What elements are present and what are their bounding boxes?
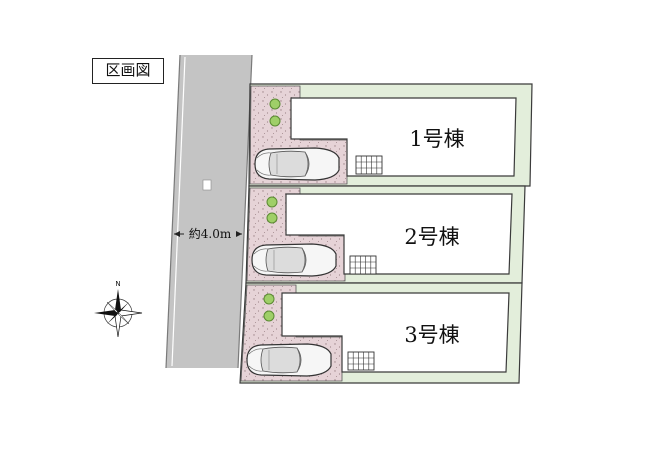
road-lane-line — [171, 56, 186, 367]
compass-south-arrow — [114, 312, 122, 338]
lot-1-grid-area — [355, 155, 383, 175]
compass-rose: N — [94, 280, 143, 338]
lot-3-grid-area — [347, 351, 375, 371]
compass-nw-arrow — [106, 301, 119, 314]
road-edge-left — [165, 54, 181, 369]
shrub-icon — [266, 212, 278, 224]
compass-north-arrow — [115, 289, 121, 313]
compass-north-label: N — [115, 280, 120, 288]
compass-sw-arrow — [107, 313, 118, 324]
dimension-label-bg — [184, 225, 236, 241]
shrub-icon — [269, 115, 281, 127]
lot-1-label: 1号棟 — [409, 127, 464, 151]
shrub-icon — [266, 196, 278, 208]
compass-east-arrow — [117, 309, 143, 317]
road-surface — [166, 55, 252, 368]
compass-ne-arrow — [118, 302, 129, 313]
legend-label: 区画図 — [92, 58, 164, 84]
lot-2-label: 2号棟 — [404, 225, 459, 249]
lot-2-grid-area — [349, 255, 377, 275]
compass-west-arrow — [94, 310, 118, 316]
dimension-arrow-left — [174, 231, 180, 237]
road-marker — [202, 179, 212, 191]
road-width-label: 約4.0m — [189, 226, 232, 241]
car-icon — [246, 343, 332, 377]
lot-3-building — [281, 292, 510, 373]
lot-1-building — [290, 97, 517, 177]
shrub-icon — [263, 293, 275, 305]
lot-3-label: 3号棟 — [404, 323, 459, 347]
shrubs — [263, 98, 281, 322]
car-icon — [251, 243, 337, 277]
lot-2-building — [285, 193, 513, 275]
car-icon — [254, 147, 340, 181]
road: 約4.0m — [165, 54, 253, 369]
shrub-icon — [263, 310, 275, 322]
shrub-icon — [269, 98, 281, 110]
dimension-arrow-right — [236, 231, 242, 237]
